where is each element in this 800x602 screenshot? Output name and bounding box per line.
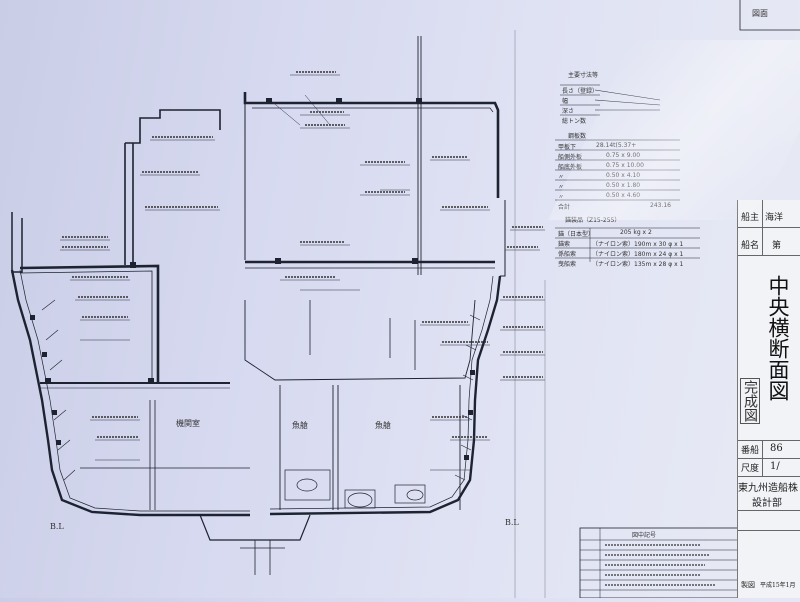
room-label-fish-hold-left: 魚艙	[292, 421, 308, 430]
anchor-value: （ナイロン索）180m x 24 φ x 1	[592, 251, 684, 258]
material-label: 〃	[558, 184, 565, 191]
material-label: 甲板下	[558, 144, 577, 151]
owner-value: 海洋	[765, 213, 784, 223]
material-value: 28.14t(5.37+	[596, 142, 637, 149]
total-label: 合計	[558, 204, 571, 211]
anchor-value: 205 kg x 2	[620, 229, 652, 236]
deckhouse-left	[124, 109, 221, 265]
spec-row: 幅	[562, 98, 569, 105]
room-label-engine-room: 機関室	[176, 419, 200, 428]
title-block	[737, 200, 800, 598]
anchor-label: 錨（日本型）	[558, 231, 595, 238]
main-deck-left	[19, 264, 160, 383]
company-name: 東九州造船株	[738, 483, 798, 494]
drawing-title: 中央横断面図	[766, 275, 790, 401]
ship-name-value: 第	[772, 241, 782, 251]
anchor-value: （ナイロン索）135m x 28 φ x 1	[592, 261, 684, 268]
date-value: 平成15年1月	[760, 582, 796, 589]
material-label: 〃	[558, 174, 565, 181]
spec-header: 主要寸法等	[568, 72, 599, 79]
upper-deckhouse	[243, 92, 500, 198]
anchor-value: （ナイロン索）190m x 30 φ x 1	[592, 241, 684, 248]
baseline-label-right: B.L	[505, 518, 519, 527]
material-label: 船側外板	[558, 154, 583, 161]
hull-shell-right	[269, 275, 502, 516]
completion-stamp: 完成図	[740, 378, 760, 424]
material-header: 鋼板数	[568, 133, 587, 140]
material-label: 船底外板	[558, 164, 583, 171]
total-value: 243.16	[650, 202, 671, 209]
anchor-header: 錨装品（Z15-255）	[565, 217, 621, 224]
hull-no-value: 86	[770, 443, 783, 454]
anchor-label: 錨索	[558, 241, 571, 248]
date-label: 製図	[741, 581, 755, 589]
anchor-label: 曳船索	[558, 261, 577, 268]
hull-no-label: 番船	[741, 446, 760, 456]
hull-shell-left	[10, 269, 250, 517]
top-right-label: 図面	[752, 9, 768, 18]
baseline-label-left: B.L	[50, 522, 64, 531]
material-value: 0.75 x 10.00	[606, 162, 644, 169]
material-value: 0.50 x 4.60	[606, 192, 641, 199]
anchor-label: 係船索	[558, 251, 577, 258]
legend-header: 図中記号	[632, 532, 657, 539]
material-value: 0.50 x 1.80	[606, 182, 641, 189]
material-value: 0.50 x 4.10	[606, 172, 641, 179]
ship-name-label: 船名	[741, 241, 760, 251]
mast	[417, 36, 422, 275]
spec-row: 総トン数	[562, 118, 587, 125]
material-value: 0.75 x 9.00	[606, 152, 641, 159]
spec-row: 長さ（登録）	[562, 88, 599, 95]
owner-label: 船主	[741, 213, 760, 223]
department-name: 設計部	[752, 498, 782, 509]
material-label: 〃	[558, 194, 565, 201]
scale-value: 1/	[770, 461, 780, 472]
scale-label: 尺度	[741, 464, 760, 474]
room-label-fish-hold-right: 魚艙	[375, 421, 391, 430]
spec-row: 深さ	[562, 108, 575, 115]
